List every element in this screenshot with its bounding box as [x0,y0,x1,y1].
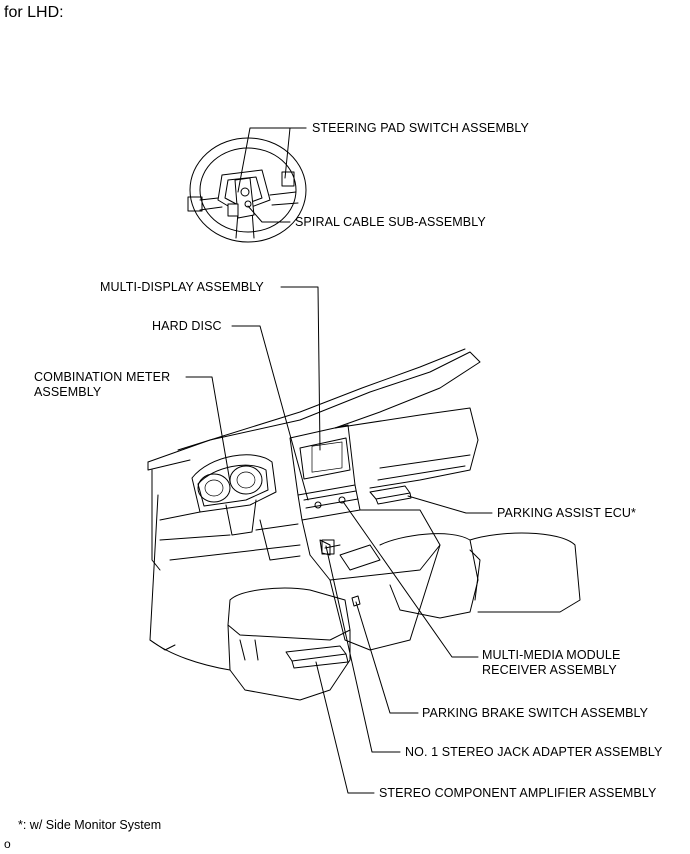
leader-lines [185,127,493,794]
label-multi-media-module: MULTI-MEDIA MODULE RECEIVER ASSEMBLY [482,648,620,678]
label-combination-meter-line2: ASSEMBLY [34,385,102,399]
label-spiral-cable: SPIRAL CABLE SUB-ASSEMBLY [295,215,486,229]
dashboard-illustration [147,348,581,701]
label-stereo-jack-adapter: NO. 1 STEREO JACK ADAPTER ASSEMBLY [405,745,663,759]
page-title: for LHD: [4,4,64,21]
label-steering-pad-switch: STEERING PAD SWITCH ASSEMBLY [312,121,529,135]
label-multi-media-line1: MULTI-MEDIA MODULE [482,648,621,662]
steering-wheel-illustration [187,137,307,243]
label-multi-media-line2: RECEIVER ASSEMBLY [482,663,617,677]
label-parking-brake-switch: PARKING BRAKE SWITCH ASSEMBLY [422,706,649,720]
footnote: *: w/ Side Monitor System [18,818,162,832]
label-combination-meter-line1: COMBINATION METER [34,370,171,384]
label-parking-assist-ecu: PARKING ASSIST ECU* [497,506,636,520]
figure-code: o [4,837,11,851]
label-combination-meter: COMBINATION METER ASSEMBLY [34,370,170,400]
label-stereo-amplifier: STEREO COMPONENT AMPLIFIER ASSEMBLY [379,786,657,800]
label-multi-display: MULTI-DISPLAY ASSEMBLY [100,280,264,294]
label-hard-disc: HARD DISC [152,319,222,333]
